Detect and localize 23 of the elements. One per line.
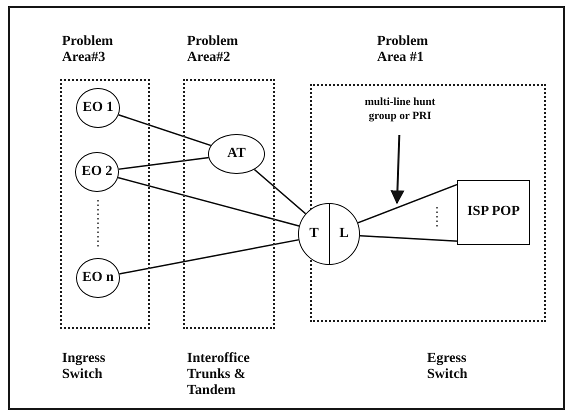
connector-line [118,176,300,227]
node-label: T [308,225,320,243]
callout-text: multi-line hunt group or PRI [350,95,450,135]
node-label: L [338,225,350,243]
connector-line [118,156,209,170]
leader-arrow [390,134,404,204]
node-circle: EO 2 [75,152,119,192]
area-caption: Interoffice Trunks & Tandem [187,351,251,400]
area-heading: Problem Area#2 [187,34,240,66]
node-circle: EO 1 [76,88,120,128]
area-caption: Ingress Switch [62,351,106,384]
node-circle: EO n [76,258,120,298]
connector-line [358,184,458,224]
process-box: ISP POP [457,180,530,245]
area-heading: Problem Area #1 [377,34,430,66]
area-caption: Egress Switch [427,351,468,384]
connector-line [360,234,458,242]
connector-line [118,114,211,146]
node-circle: AT [208,134,265,174]
connector-line [119,239,299,275]
area-heading: Problem Area#3 [62,34,114,66]
connector-line [254,168,306,214]
node-circle [298,203,360,265]
